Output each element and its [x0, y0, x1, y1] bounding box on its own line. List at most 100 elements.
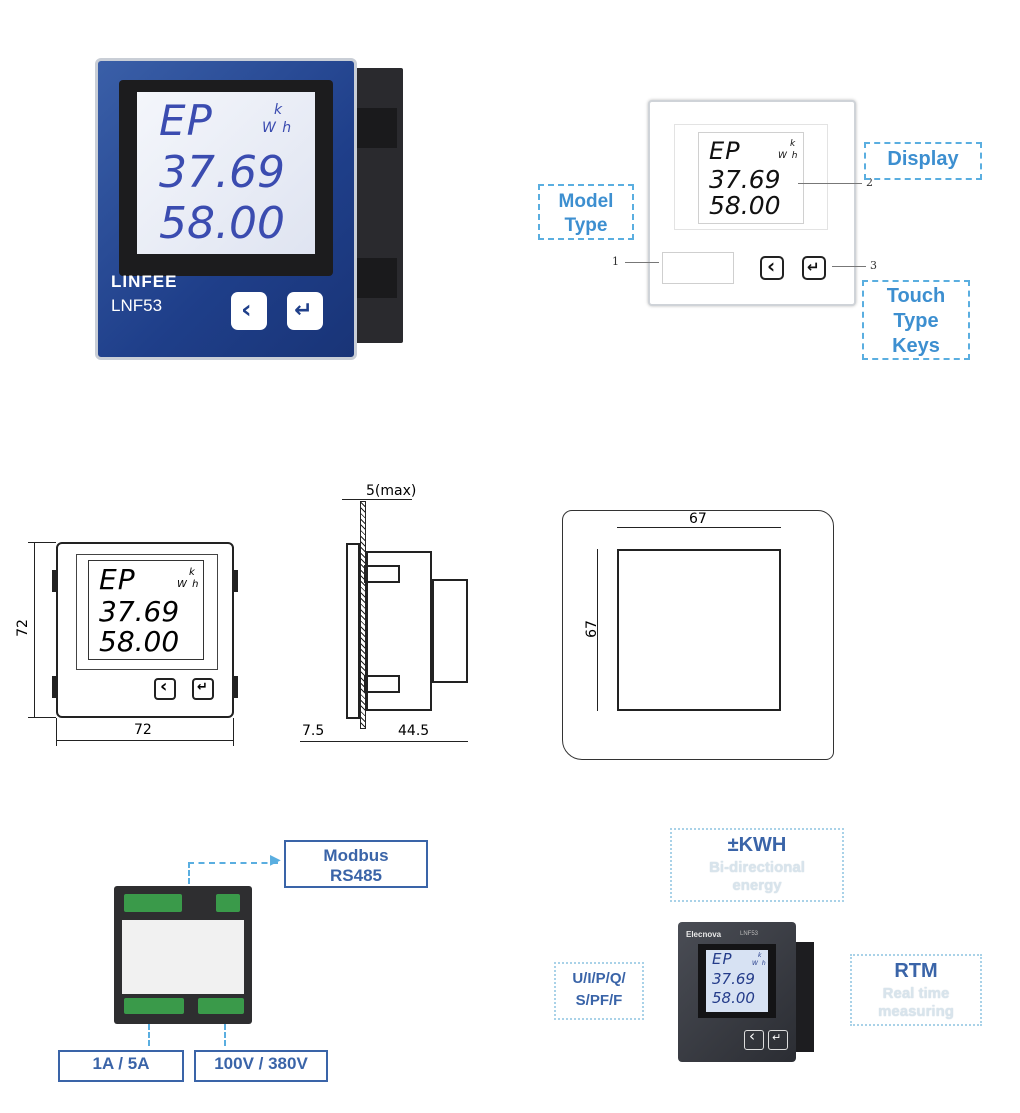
kwh-title: ±KWH	[727, 834, 787, 856]
cutout-height-label: 67	[583, 620, 600, 638]
lcd-line-2: 37.69	[712, 970, 755, 988]
enter-key[interactable]: ↵	[802, 256, 826, 280]
lcd-line-3: 58.00	[712, 989, 755, 1007]
chevron-left-icon: ‹	[767, 254, 776, 278]
modbus-arrow-up	[188, 862, 190, 892]
feature-rtm-box: RTM Real time measuring	[850, 954, 982, 1026]
callout-display: Display	[864, 142, 982, 180]
rtm-subtitle: Real time measuring	[878, 985, 954, 1020]
enter-icon: ↵	[772, 1031, 782, 1044]
back-key[interactable]: ‹	[760, 254, 784, 280]
side-rear	[432, 579, 468, 683]
lcd-line-2: 37.69	[99, 595, 180, 628]
voltage-input-box: 100V / 380V	[194, 1050, 328, 1082]
dim-panel-max-label: 5(max)	[366, 483, 417, 499]
leader-line-1	[625, 262, 659, 263]
dim-front-depth-label: 7.5	[302, 723, 325, 739]
feature-params-box: U/I/P/Q/ S/PF/F	[554, 962, 644, 1020]
dark-meter: Elecnova LNF53 EP k W h 37.69 58.00 ‹ ↵	[678, 922, 814, 1062]
terminal-block-bottom	[124, 998, 184, 1014]
dim-line-width	[56, 740, 234, 741]
side-clip	[234, 570, 238, 592]
side-clip	[234, 676, 238, 698]
model-type-slot	[662, 252, 734, 284]
callout-model-type: Model Type	[538, 184, 634, 240]
chevron-left-icon: ‹	[749, 1027, 755, 1045]
dim-line-rear	[360, 741, 468, 742]
leader-line-2	[798, 183, 862, 184]
lcd-window	[76, 554, 218, 670]
front-diagram: EP k W h 37.69 58.00 ‹ ↵	[648, 100, 856, 306]
callout-display-text: Display	[887, 148, 959, 170]
dim-tick	[28, 542, 56, 543]
lcd-line-1: EP	[159, 96, 213, 145]
lcd-line-1: EP	[99, 563, 136, 596]
callout-touch-keys: Touch Type Keys	[862, 280, 970, 360]
housing-clip	[357, 108, 397, 148]
feature-kwh-box: ±KWH Bi-directional energy	[670, 828, 844, 902]
back-key[interactable]: ‹	[744, 1027, 764, 1050]
voltage-arrow	[224, 1024, 226, 1046]
rtm-title: RTM	[894, 960, 938, 982]
meter-photo: EP k W h 37.69 58.00 LINFEE LNF53 ‹ ↵	[95, 58, 405, 363]
lcd-unit-k: k	[758, 952, 763, 959]
meter-model: LNF53	[740, 931, 759, 937]
lcd-unit-wh: W h	[778, 151, 799, 161]
callout-model-type-text: Model Type	[558, 191, 614, 236]
lcd-line-2: 37.69	[159, 147, 285, 198]
chevron-left-icon: ‹	[241, 295, 252, 325]
enter-icon: ↵	[294, 298, 313, 323]
cutout-width-label: 67	[689, 511, 707, 527]
dim-rear-depth-label: 44.5	[398, 723, 430, 739]
lcd-unit-wh: W h	[262, 120, 293, 136]
module-label	[122, 920, 244, 994]
dim-line-max	[342, 499, 412, 500]
callout-touch-keys-text: Touch Type Keys	[886, 285, 946, 357]
lcd-line-3: 58.00	[709, 191, 781, 220]
lcd-screen: EP k W h 37.69 58.00	[137, 92, 315, 254]
chevron-left-icon: ‹	[160, 676, 168, 697]
lcd-unit-wh: W h	[752, 960, 767, 967]
current-arrow	[148, 1024, 150, 1046]
dim-line-height	[34, 542, 35, 718]
dim-line-cutout-width	[617, 527, 781, 528]
terminal-block-bottom	[198, 998, 244, 1014]
enter-key[interactable]: ↵	[768, 1030, 788, 1050]
lcd-line-3: 58.00	[99, 625, 180, 658]
params-text: U/I/P/Q/ S/PF/F	[572, 970, 626, 1009]
modbus-line-2: RS485	[330, 866, 382, 885]
cutout-square	[617, 549, 781, 711]
label-2: 2	[866, 176, 873, 189]
side-bezel	[346, 543, 360, 719]
panel-plate	[360, 501, 366, 729]
lcd-screen: EP k W h 37.69 58.00	[706, 950, 768, 1012]
enter-key[interactable]: ↵	[287, 292, 323, 330]
dim-height-label: 72	[14, 619, 31, 637]
dim-tick	[28, 717, 56, 718]
enter-key[interactable]: ↵	[192, 678, 214, 700]
lcd-unit-k: k	[274, 102, 284, 118]
modbus-arrow	[188, 862, 278, 864]
back-key[interactable]: ‹	[231, 292, 267, 330]
enter-icon: ↵	[807, 258, 820, 276]
leader-line-3	[832, 266, 866, 267]
dim-tick	[233, 718, 234, 746]
lcd-line-3: 58.00	[159, 198, 285, 249]
dim-width-label: 72	[134, 722, 152, 738]
label-1: 1	[612, 255, 619, 268]
lcd-unit-k: k	[189, 567, 196, 578]
current-input-box: 1A / 5A	[58, 1050, 184, 1082]
enter-icon: ↵	[197, 680, 208, 695]
current-input-text: 1A / 5A	[92, 1054, 150, 1073]
dim-line-cutout-height	[597, 549, 598, 711]
lcd-line-2: 37.69	[709, 165, 781, 194]
lcd-line-1: EP	[709, 137, 741, 165]
terminal-block-top	[124, 894, 182, 912]
dim-tick	[56, 718, 57, 746]
lcd-screen: EP k W h 37.69 58.00	[698, 132, 804, 224]
side-clip	[52, 570, 56, 592]
modbus-label-box: Modbus RS485	[284, 840, 428, 888]
back-key[interactable]: ‹	[154, 676, 176, 700]
lcd-screen: EP k W h 37.69 58.00	[88, 560, 204, 660]
side-clip-top	[364, 565, 400, 583]
